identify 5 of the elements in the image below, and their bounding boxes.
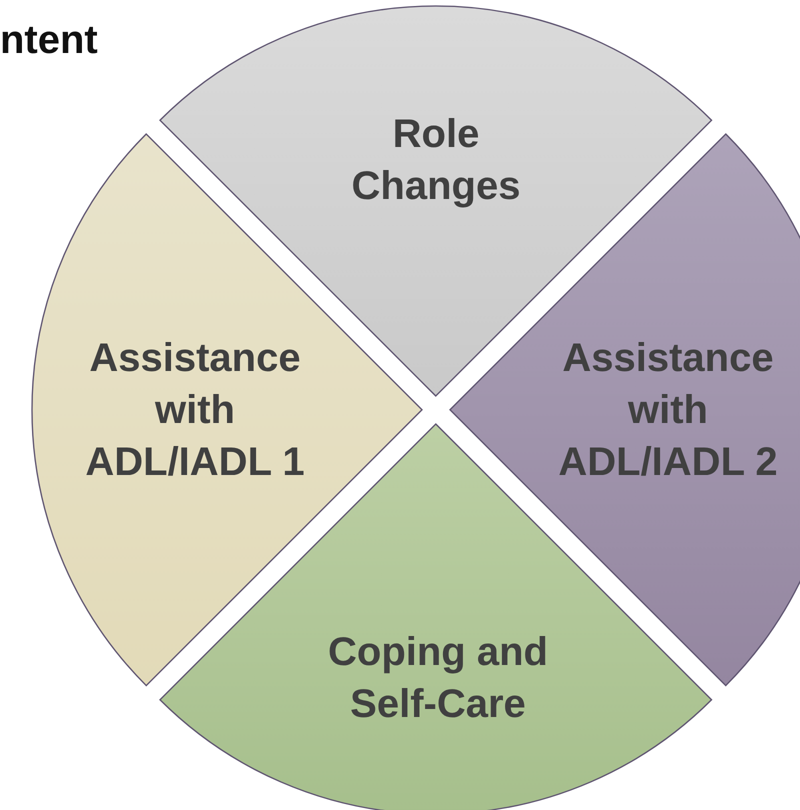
segment-label: Coping and Self-Care <box>327 629 549 728</box>
segment-label: Assistance with ADL/IADL 2 <box>557 334 779 486</box>
segment-label: Assistance with ADL/IADL 1 <box>84 334 306 486</box>
heading-fragment: ntent <box>0 17 98 64</box>
segment-label: Role Changes <box>350 111 522 210</box>
